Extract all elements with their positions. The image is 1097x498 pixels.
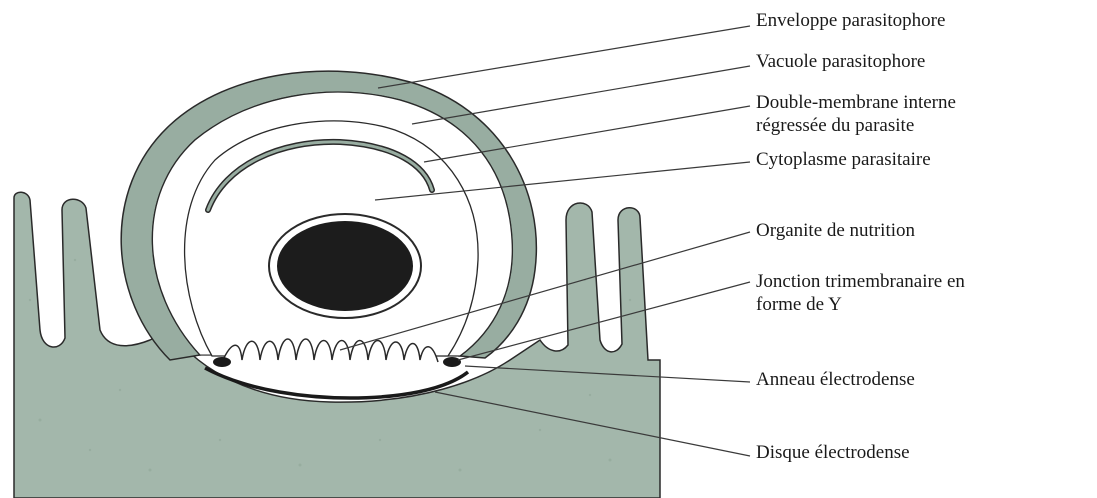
label-vacuole: Vacuole parasitophore bbox=[756, 50, 925, 73]
label-cytoplasme: Cytoplasme parasitaire bbox=[756, 148, 931, 171]
label-disque: Disque électrodense bbox=[756, 441, 910, 464]
label-jonction: Jonction trimembranaire en forme de Y bbox=[756, 270, 965, 316]
electrodense-ring-right bbox=[443, 357, 461, 367]
label-organite: Organite de nutrition bbox=[756, 219, 915, 242]
electrodense-ring-left bbox=[213, 357, 231, 367]
leader-enveloppe bbox=[378, 26, 750, 88]
label-double-membrane: Double-membrane interne régressée du par… bbox=[756, 91, 956, 137]
label-enveloppe: Enveloppe parasitophore bbox=[756, 9, 945, 32]
label-anneau: Anneau électrodense bbox=[756, 368, 915, 391]
nucleus-dense bbox=[277, 221, 413, 311]
